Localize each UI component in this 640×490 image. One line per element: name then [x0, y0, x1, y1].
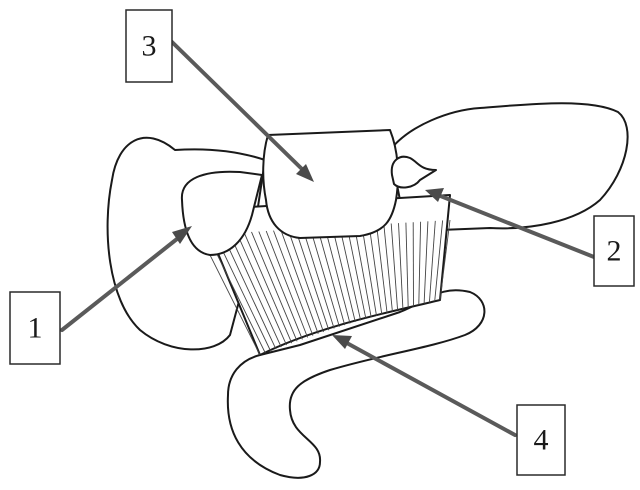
- label-1-text: 1: [28, 312, 43, 345]
- label-box-4: 4: [517, 405, 565, 475]
- label-4-text: 4: [534, 424, 549, 457]
- arrow-2: [425, 188, 594, 257]
- small-knob: [392, 157, 436, 188]
- label-2-text: 2: [607, 235, 622, 268]
- label-box-3: 3: [126, 10, 172, 82]
- central-block: [263, 130, 398, 238]
- arrow-3: [172, 42, 314, 182]
- label-box-1: 1: [10, 292, 60, 364]
- label-3-text: 3: [142, 30, 157, 63]
- arrow-4: [332, 335, 515, 435]
- label-box-2: 2: [594, 216, 634, 286]
